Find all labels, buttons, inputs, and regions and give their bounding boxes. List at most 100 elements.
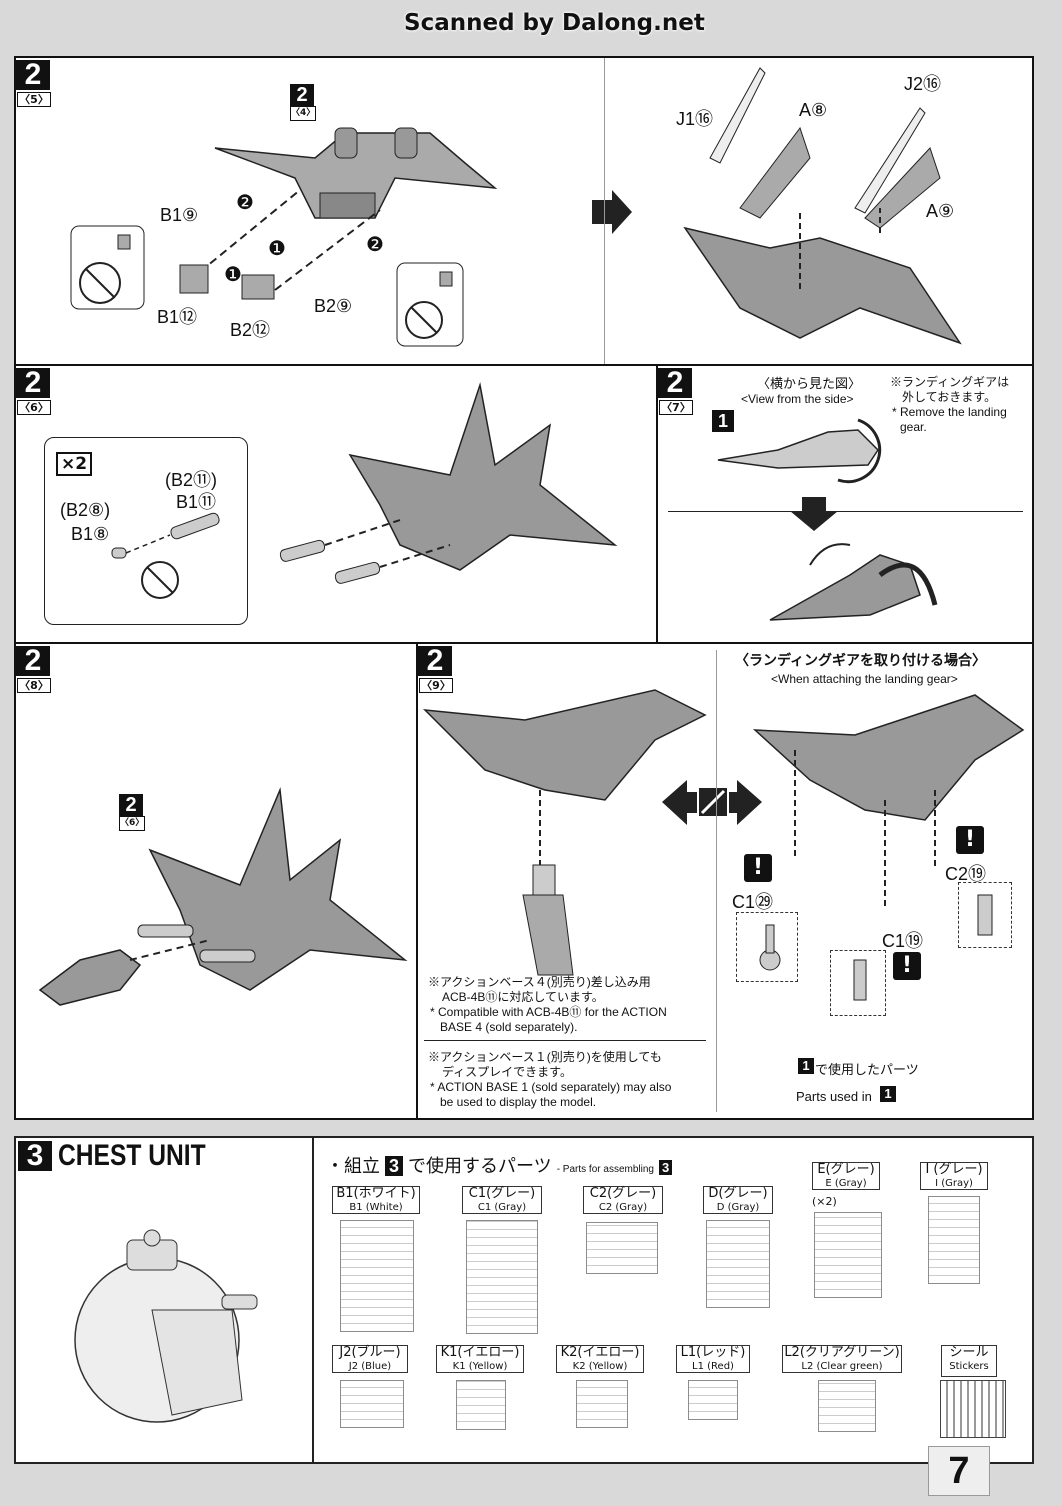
runner-label-i: I (グレー)I (Gray): [920, 1162, 988, 1190]
divider: [716, 650, 717, 1112]
runner-sprue-k2: [576, 1380, 628, 1428]
part-label-c1-29: C1㉙: [732, 892, 774, 912]
chest-unit-title: CHEST UNIT: [58, 1139, 206, 1172]
runner-label-k1: K1(イエロー)K1 (Yellow): [436, 1345, 524, 1373]
ref-step-number: 1: [712, 410, 734, 432]
part-detail-callout-right: [396, 262, 464, 347]
runner-label-c2: C2(グレー)C2 (Gray): [583, 1186, 663, 1214]
remove-gear-note-en: * Remove the landing: [892, 405, 1007, 419]
part-label-b2-12: B2⑫: [230, 320, 271, 340]
part-label-b1-12: B1⑫: [157, 307, 198, 327]
parts-heading-en-step: 3: [658, 1160, 673, 1175]
runner-label-e: E(グレー)E (Gray): [812, 1162, 880, 1190]
action-base-4-note-en: * Compatible with ACB-4B⑪ for the ACTION: [430, 1005, 667, 1019]
ref-step-number: 2: [119, 794, 143, 816]
action-base-1-note: ディスプレイできます。: [442, 1065, 572, 1079]
runner-label-d: D(グレー)D (Gray): [703, 1186, 773, 1214]
step-number: 2: [658, 368, 692, 398]
substep-label: 〈5〉: [17, 92, 51, 107]
page-number: 7: [928, 1446, 990, 1496]
runner-sprue-l1: [688, 1380, 738, 1420]
jet-assembly-illustration: [214, 127, 498, 219]
divider: [424, 1040, 706, 1041]
runner-sprue-c1: [466, 1220, 538, 1334]
parts-heading-suffix: で使用するパーツ: [408, 1156, 552, 1176]
action-base-4-note-en: BASE 4 (sold separately).: [440, 1020, 578, 1034]
substep-label: 〈7〉: [659, 400, 693, 415]
caution-icon: !: [744, 854, 772, 882]
runner-sprue-c2: [586, 1222, 658, 1274]
part-label-b2-8: (B2⑧): [60, 500, 111, 520]
step-number: 2: [16, 646, 50, 676]
parts-used-label-en: Parts used in: [796, 1089, 872, 1104]
runner-count: (×2): [812, 1195, 837, 1208]
multiplier-badge: ×2: [56, 452, 93, 476]
order-marker: ❶: [268, 238, 286, 260]
order-marker: ❷: [236, 192, 254, 214]
part-label-b1-8: B1⑧: [71, 524, 110, 544]
step-number: 3: [18, 1141, 52, 1171]
underside-jet-illustration: [422, 689, 707, 930]
sticker-sheet: [940, 1380, 1006, 1438]
action-base-4-note: ※アクションベース４(別売り)差し込み用: [428, 975, 651, 989]
ref-substep-label: 〈4〉: [290, 106, 316, 121]
step-number: 2: [16, 368, 50, 398]
parts-heading-prefix: ・組立: [326, 1156, 380, 1176]
part-label-j1-16: J1⑯: [676, 109, 714, 129]
runner-label-b1: B1(ホワイト)B1 (White): [332, 1186, 420, 1214]
jet-with-nose-illustration: [38, 787, 408, 1006]
chest-unit-illustration: [74, 1229, 258, 1423]
part-label-b1-11: B1⑪: [176, 492, 217, 512]
arrow-right-icon: [592, 190, 632, 234]
parts-heading-en: - Parts for assembling: [556, 1164, 654, 1175]
remove-gear-note-en: gear.: [900, 420, 927, 434]
ref-step-number: 2: [290, 84, 314, 106]
remove-gear-note: 外しておきます。: [902, 390, 997, 404]
runner-sprue-k1: [456, 1380, 506, 1430]
part-label-b2-9: B2⑨: [314, 296, 353, 316]
landing-gear-title-en: <When attaching the landing gear>: [771, 672, 958, 686]
runner-sprue-d: [706, 1220, 770, 1308]
part-label-b2-11: (B2⑪): [165, 470, 218, 490]
part-label-c2-19: C2⑲: [945, 864, 987, 884]
runner-label-l2: L2(クリアグリーン)L2 (Clear green): [782, 1345, 902, 1373]
side-view-title: 〈横から見た図〉: [757, 376, 862, 391]
part-label-j2-16: J2⑯: [904, 74, 942, 94]
jet-cannons-illustration: [279, 382, 618, 584]
side-view-title-en: <View from the side>: [741, 392, 854, 406]
runner-label-l1: L1(レッド)L1 (Red): [676, 1345, 750, 1373]
caution-icon: !: [893, 952, 921, 980]
parts-heading-step: 3: [385, 1156, 404, 1176]
runner-sprue-b1: [340, 1220, 414, 1332]
gear-parts-illustration: [759, 894, 993, 1001]
step-number: 2: [16, 60, 50, 90]
landing-gear-jet-illustration: [752, 694, 1025, 910]
wing-fins-assembly-illustration: [683, 67, 962, 345]
part-label-c1-19: C1⑲: [882, 931, 924, 951]
side-view-illustration: [717, 418, 882, 484]
runner-label-c1: C1(グレー)C1 (Gray): [462, 1186, 542, 1214]
runner-label-j2: J2(ブルー)J2 (Blue): [332, 1345, 408, 1373]
divider: [604, 58, 605, 364]
parts-heading: ・組立 3 で使用するパーツ - Parts for assembling 3: [326, 1152, 673, 1178]
substep-label: 〈6〉: [17, 400, 51, 415]
runner-sprue-e: [814, 1212, 882, 1298]
detail-callout: [44, 437, 248, 625]
divider: [668, 511, 1023, 512]
step-9-panel: [416, 642, 1034, 1120]
part-label-b1-9: B1⑨: [160, 205, 199, 225]
caution-icon: !: [956, 826, 984, 854]
divider: [312, 1138, 314, 1462]
substep-label: 〈8〉: [17, 678, 51, 693]
assembly-arrows: [179, 189, 381, 300]
remove-gear-note: ※ランディングギアは: [890, 375, 1010, 389]
swap-arrows-icon: [662, 780, 762, 825]
ref-substep-label: 〈6〉: [119, 816, 145, 831]
action-base-1-note-en: be used to display the model.: [440, 1095, 597, 1109]
action-base-1-note-en: * ACTION BASE 1 (sold separately) may al…: [430, 1080, 672, 1094]
action-base-1-note: ※アクションベース１(別売り)を使用しても: [428, 1050, 662, 1064]
part-detail-callout-left: [70, 225, 145, 310]
cannon-parts-illustration: [111, 512, 220, 599]
ref-step-number: 1: [798, 1058, 814, 1074]
order-marker: ❶: [224, 264, 242, 286]
